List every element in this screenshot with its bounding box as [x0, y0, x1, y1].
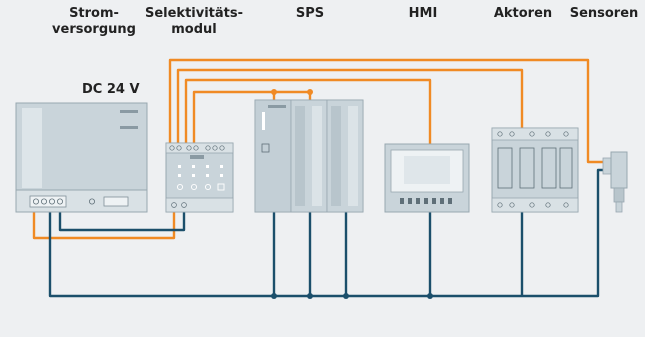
header-actuators: Aktoren [483, 6, 563, 22]
orange-wires [32, 58, 603, 240]
header-hmi: HMI [393, 6, 453, 22]
header-sensors-label: Sensoren [569, 6, 639, 21]
blue-junction-dot [427, 293, 433, 299]
header-selectivity-module-line1: Selektivitäts- [144, 6, 244, 21]
blue-wire-ground-bus [48, 168, 603, 298]
header-selectivity-module: Selektivitäts- modul [142, 6, 246, 38]
header-power-supply-line1: Strom- [69, 6, 119, 21]
blue-wires [48, 168, 603, 298]
orange-wire-psu-loop [32, 212, 176, 240]
orange-junction-dot [271, 89, 277, 95]
header-actuators-label: Aktoren [493, 6, 553, 21]
sensor-device [602, 151, 628, 213]
blue-junction-dot [271, 293, 277, 299]
orange-wire-sensors [168, 58, 603, 164]
junction-dots [271, 89, 433, 299]
blue-junction-dot [307, 293, 313, 299]
actuators-device [491, 127, 579, 213]
header-power-supply-line2: versorgung [52, 22, 136, 37]
voltage-label: DC 24 V [82, 82, 140, 97]
header-hmi-label: HMI [408, 6, 438, 21]
blue-wire-psu-loop [58, 212, 186, 232]
header-plc: SPS [280, 6, 340, 22]
header-plc-label: SPS [295, 6, 325, 21]
header-selectivity-module-line2: modul [171, 22, 217, 37]
header-sensors: Sensoren [563, 6, 645, 22]
orange-wire-actuators [176, 68, 524, 143]
hmi-device [384, 143, 470, 213]
blue-junction-dot [343, 293, 349, 299]
selectivity-module-device [165, 142, 234, 213]
orange-wire-hmi [184, 78, 432, 144]
orange-wire-plc [192, 90, 312, 143]
orange-junction-dot [307, 89, 313, 95]
plc-device [254, 99, 364, 213]
header-power-supply: Strom- versorgung [46, 6, 142, 38]
power-supply-device [15, 102, 148, 213]
